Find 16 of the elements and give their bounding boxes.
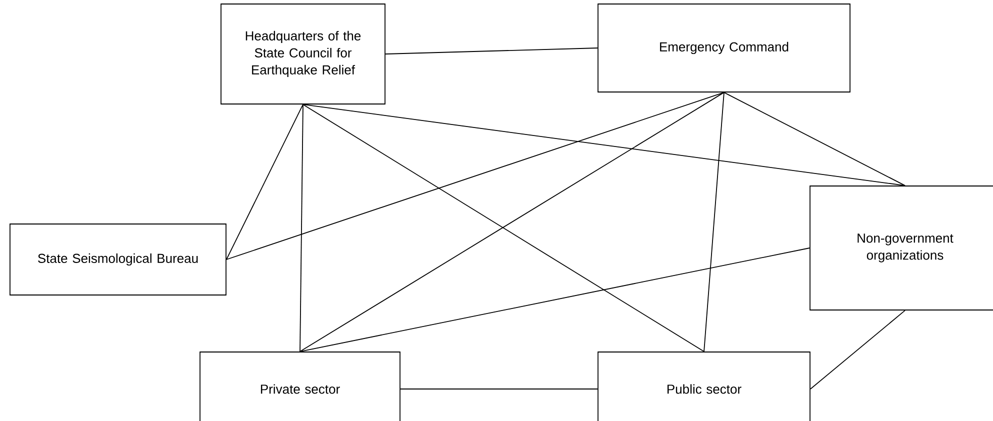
- connector-line: [810, 310, 906, 390]
- connector-line: [226, 92, 724, 260]
- connector-line: [300, 104, 304, 352]
- box: Non-government organizations: [810, 186, 993, 310]
- connector-line: [704, 92, 724, 352]
- box: Emergency Command: [598, 4, 850, 92]
- connector-line: [724, 92, 906, 186]
- connector-line: [226, 104, 304, 260]
- box: Headquarters of the State Council for Earthquake Relief: [220, 4, 386, 104]
- box: Public sector: [598, 352, 810, 421]
- connector-line: [385, 48, 598, 54]
- connector-line: [302, 104, 906, 186]
- connector-line: [300, 248, 810, 352]
- connector-line: [400, 388, 598, 390]
- box: State Seismological Bureau: [10, 224, 226, 296]
- box: Private sector: [200, 352, 400, 421]
